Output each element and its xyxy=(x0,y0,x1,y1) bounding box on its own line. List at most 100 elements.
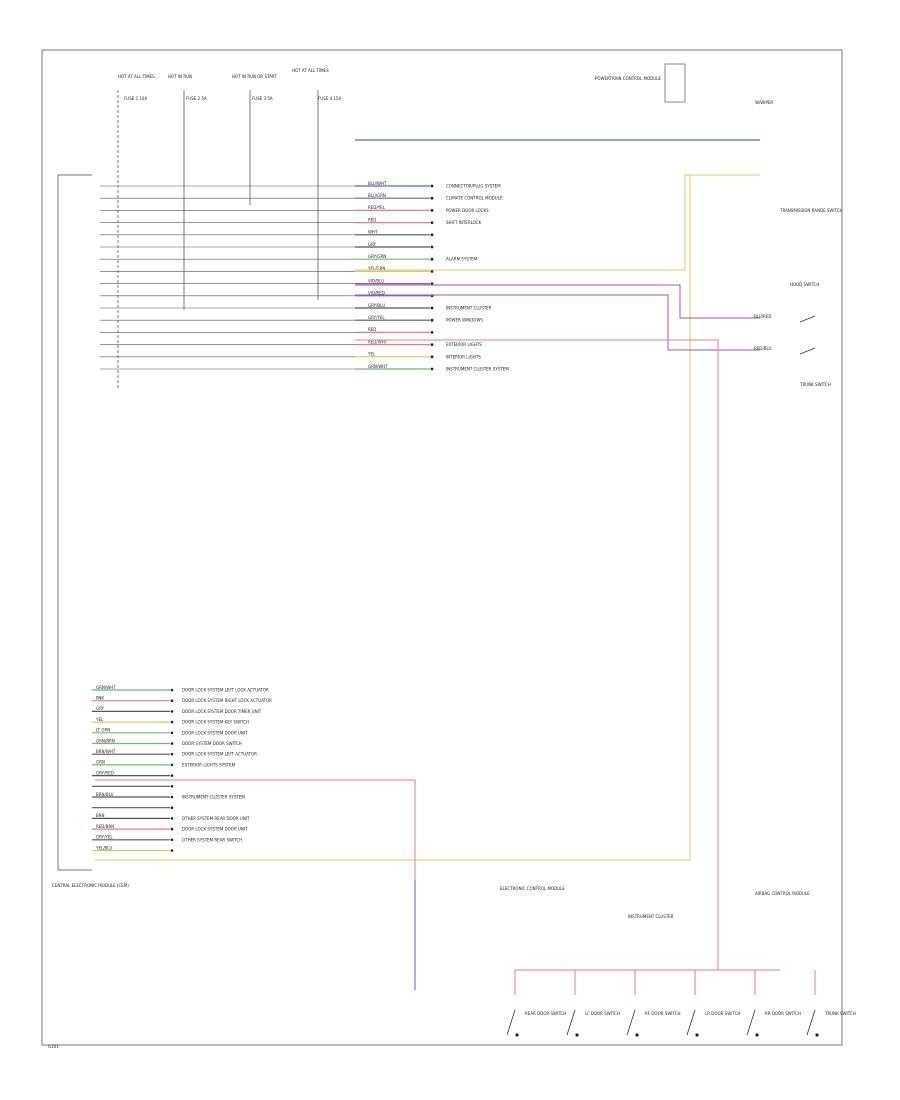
connector-1-fuse: FUSE 1 10A xyxy=(124,96,147,101)
module-right-mid-label: TRANSMISSION RANGE SWITCH xyxy=(779,208,843,213)
upper-wire-8: VIO/BLU xyxy=(100,278,434,285)
upper-wire-5: GRY xyxy=(100,242,434,249)
lower-wire-14: GRY/YEL OTHER SYSTEM REAR SWITCH xyxy=(92,835,242,842)
vertical-bus xyxy=(117,90,319,390)
connector-1-top: HOT AT ALL TIMES xyxy=(118,74,155,79)
upper-wire-color: GRY/BLU xyxy=(368,303,385,308)
upper-wire-color: GRY/GRN xyxy=(368,254,386,259)
upper-wire-color: GRY xyxy=(368,242,377,247)
upper-wire-color: BLU/GRN xyxy=(368,193,386,198)
upper-wire-dest: INTERIOR LIGHTS xyxy=(446,354,481,359)
upper-wire-12: RED xyxy=(100,327,434,334)
upper-wire-dest: INSTRUMENT CLUSTER SYSTEM xyxy=(446,367,509,372)
cem-module-outline xyxy=(57,174,92,871)
upper-wire-color: RED xyxy=(368,217,376,222)
ground-label: G101 xyxy=(48,1044,59,1049)
diagram-frame xyxy=(41,49,843,1046)
upper-wire-4: WHT xyxy=(100,230,434,237)
upper-wire-dest: POWER DOOR LOCKS xyxy=(446,208,489,213)
lower-wire-color: GRY/YEL xyxy=(96,835,113,840)
connector-4-top: HOT AT ALL TIMES xyxy=(292,68,329,73)
trunk-switch-wire: RED/BLU xyxy=(754,346,772,351)
lower-wire-color: GRY/RED xyxy=(96,770,114,775)
hood-switch-label: HOOD SWITCH xyxy=(790,282,819,287)
bottom-modules: ELECTRONIC CONTROL MODULE INSTRUMENT CLU… xyxy=(500,886,810,919)
upper-wire-10: GRY/BLU INSTRUMENT CLUSTER xyxy=(100,303,492,311)
connector-3-top: HOT IN RUN OR START xyxy=(232,74,277,79)
bottom-switch-s4: LR DOOR SWITCH xyxy=(686,970,740,1037)
bottom-switch-label: LR DOOR SWITCH xyxy=(705,1011,740,1016)
corner-label: W/WIPER xyxy=(755,100,773,105)
lower-wire-color: LT GRN xyxy=(96,728,110,733)
lower-wire-dest: DOOR LOCK SYSTEM LEFT ACTUATOR xyxy=(182,752,257,757)
yellow-return-wire xyxy=(95,175,691,861)
upper-wire-color: RED/YEL xyxy=(368,205,386,210)
lower-wire-15: YEL/BLU xyxy=(92,845,174,852)
upper-wire-color: GRY/YEL xyxy=(368,315,385,320)
upper-wire-9: VIO/RED xyxy=(100,291,434,298)
upper-wire-dest: CLIMATE CONTROL MODULE xyxy=(446,196,503,201)
upper-wire-dest: EXTERIOR LIGHTS xyxy=(446,342,482,347)
lower-wire-color: GRN/BRN xyxy=(96,738,115,743)
upper-wire-color: RED xyxy=(368,327,376,332)
bottom-switch-label: LF DOOR SWITCH xyxy=(585,1011,620,1016)
bottom-switch-s2: LF DOOR SWITCH xyxy=(566,970,620,1037)
bottom-switch-label: REAR DOOR SWITCH xyxy=(525,1011,566,1016)
lower-wire-color: YEL/BLU xyxy=(95,845,112,850)
bottom-switch-s6: TRUNK SWITCH xyxy=(806,970,856,1037)
lower-wire-dest: OTHER SYSTEM REAR SWITCH xyxy=(182,837,242,842)
lower-wire-color: BRN/WHT xyxy=(96,749,116,754)
hood-switch-wire: BLU/RED xyxy=(754,314,771,319)
top-connectors: HOT AT ALL TIMES FUSE 1 10A HOT IN RUN F… xyxy=(118,68,341,101)
upper-wire-color: YEL/GRN xyxy=(367,266,385,271)
upper-wire-color: YEL xyxy=(367,352,376,357)
lower-wire-9 xyxy=(92,785,174,788)
lower-wire-color: YEL xyxy=(95,717,104,722)
lower-wire-color: BRN/BLU xyxy=(96,792,114,797)
bottom-switch-label: TRUNK SWITCH xyxy=(824,1011,856,1016)
upper-wire-6: GRY/GRN ALARM SYSTEM xyxy=(100,254,478,262)
upper-wire-7: YEL/GRN xyxy=(100,266,434,273)
upper-wire-color: VIO/RED xyxy=(368,291,385,296)
upper-wire-dest: ALARM SYSTEM xyxy=(446,257,478,262)
lower-wire-color: PNK xyxy=(96,696,104,701)
lower-wire-10: BRN/BLU INSTRUMENT CLUSTER SYSTEM xyxy=(92,792,245,800)
bottom-switch-s1: REAR DOOR SWITCH xyxy=(506,970,566,1037)
lower-wire-dest: DOOR LOCK SYSTEM DOOR UNIT xyxy=(182,730,248,735)
bottom-module-1-label: ELECTRONIC CONTROL MODULE xyxy=(500,886,565,891)
bottom-switch-s5: RR DOOR SWITCH xyxy=(746,970,801,1037)
bottom-switch-s3: RF DOOR SWITCH xyxy=(626,970,680,1037)
lower-wire-color: GRN xyxy=(96,760,105,765)
lower-wire-dest: DOOR LOCK SYSTEM KEY SWITCH xyxy=(182,720,249,725)
module-left-bottom-label: CENTRAL ELECTRONIC MODULE (CEM) xyxy=(52,883,129,888)
lower-wire-4: LT GRN DOOR LOCK SYSTEM DOOR UNIT xyxy=(92,728,248,735)
lower-wire-dest: INSTRUMENT CLUSTER SYSTEM xyxy=(182,795,245,800)
hood-switch: BLU/RED HOOD SWITCH xyxy=(754,282,819,323)
lower-wire-8: GRY/RED xyxy=(92,770,174,777)
connector-3-fuse: FUSE 3 5A xyxy=(252,96,273,101)
pink-long-wire xyxy=(355,339,719,970)
lower-wire-color: GRN/WHT xyxy=(96,685,116,690)
lower-wire-dest: EXTERIOR LIGHTS SYSTEM xyxy=(182,762,236,767)
violet-wire-2 xyxy=(355,294,760,351)
upper-wire-dest: INSTRUMENT CLUSTER xyxy=(446,306,492,311)
bottom-switch-label: RR DOOR SWITCH xyxy=(765,1011,801,1016)
connector-2-top: HOT IN RUN xyxy=(168,74,192,79)
bottom-module-2-label: INSTRUMENT CLUSTER xyxy=(628,914,674,919)
lower-wire-dest: DOOR SYSTEM DOOR SWITCH xyxy=(182,741,242,746)
upper-wire-dest: SHIFT INTERLOCK xyxy=(446,220,482,225)
lower-wire-6: BRN/WHT DOOR LOCK SYSTEM LEFT ACTUATOR xyxy=(92,749,257,757)
lower-wire-color: GRY xyxy=(96,706,105,711)
lower-wire-2: GRY DOOR LOCK SYSTEM DOOR TIMER UNIT xyxy=(92,706,262,714)
violet-wire-1 xyxy=(355,284,760,319)
lower-wire-dest: DOOR LOCK SYSTEM DOOR TIMER UNIT xyxy=(182,709,262,714)
upper-wire-color: VIO/BLU xyxy=(368,278,384,283)
